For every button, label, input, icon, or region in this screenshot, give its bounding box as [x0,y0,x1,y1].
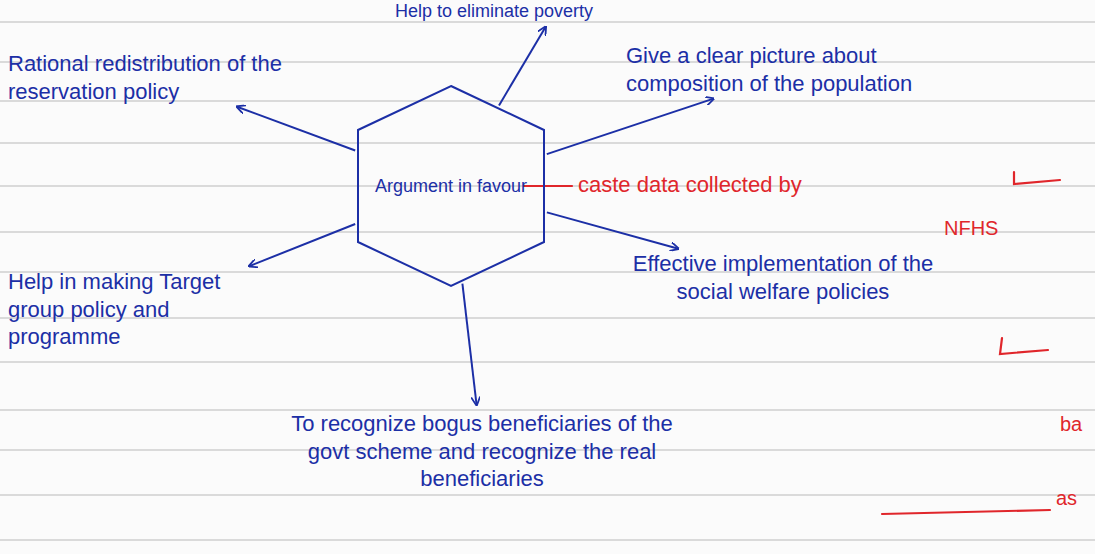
note-text: as [1056,486,1077,510]
idea-text: Effective implementation of the social w… [628,250,938,305]
hexagon-text: Argument in favour [361,175,541,198]
arrow-connector [237,107,355,151]
idea-text: Rational redistribution of the reservati… [8,50,308,105]
idea-text: To recognize bogus beneficiaries of the … [272,410,692,493]
idea-text: Help in making Target group policy and p… [8,268,273,351]
note-text: NFHS [944,216,998,240]
note-text: ba [1060,412,1082,436]
arrow-connector [249,224,355,266]
arrow-connector [547,212,679,248]
idea-text: Give a clear picture about composition o… [626,42,976,97]
arrow-connector [462,284,476,405]
idea-text: Effective implementation of the social w… [628,250,938,305]
idea-text: Give a clear picture about composition o… [626,42,976,97]
idea-text: Rational redistribution of the reservati… [8,50,308,105]
idea-text: Help to eliminate poverty [395,0,715,23]
arrow-connector [499,27,546,106]
idea-text: Help to eliminate poverty [395,0,715,23]
argument-hexagon: Argument in favour [358,86,544,286]
idea-text: To recognize bogus beneficiaries of the … [272,410,692,493]
note-text: caste data collected by [578,172,802,198]
idea-text: Help in making Target group policy and p… [8,268,273,351]
arrow-connector [547,99,714,155]
